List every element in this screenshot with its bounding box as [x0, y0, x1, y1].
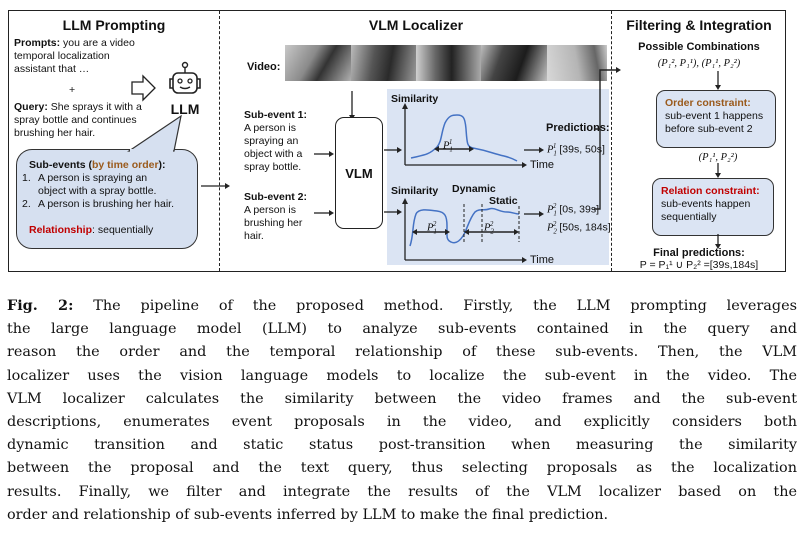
query-value: She sprays it with a spray bottle and co… [14, 101, 142, 139]
plot2-curve [409, 207, 520, 247]
query-label: Query: [14, 101, 48, 113]
combinations-formula: (P₁², P₁¹), (P₁¹, P₂²) [657, 58, 741, 69]
arrow-down-icon [715, 163, 721, 178]
plot2-time-label: Time [530, 254, 555, 266]
final-formula: P = P₁¹ ∪ P₂² =[39s,184s] [639, 259, 759, 271]
arrow-down-icon [715, 234, 721, 249]
figure-caption: Fig. 2: The pipeline of the proposed met… [7, 294, 797, 527]
sub-event-2-text: Sub-event 2: A person is brushing her ha… [244, 191, 308, 242]
arrow-right-icon [314, 151, 334, 157]
similarity-panel [387, 89, 609, 265]
query-text: Query: She sprays it with a spray bottle… [14, 101, 159, 140]
possible-combinations-label: Possible Combinations [638, 41, 760, 53]
section-divider [611, 11, 612, 271]
order-constraint-text: sub-event 1 happens before sub-event 2 [665, 110, 764, 135]
plus-sign: + [69, 84, 76, 96]
final-predictions-label: Final predictions: [653, 247, 745, 259]
prompts-label: Prompts: [14, 37, 61, 49]
video-label: Video: [247, 61, 281, 73]
static-label: Static [489, 195, 518, 207]
caption-line: the large language model (LLM) to analyz… [7, 321, 797, 338]
relation-constraint-box: Relation constraint: sub-events happen s… [652, 178, 774, 236]
llm-label: LLM [170, 101, 200, 117]
arrow-right-icon [524, 211, 544, 217]
proposal-p22: P22 [484, 220, 494, 236]
sub-events-heading: Sub-events (by time order): [29, 159, 166, 171]
caption-line: between the proposal and the text query,… [7, 460, 797, 477]
arrow-right-icon [314, 210, 334, 216]
relation-constraint-text: sub-events happen sequentially [661, 198, 751, 223]
caption-line: Fig. 2: The pipeline of the proposed met… [7, 297, 797, 314]
robot-icon [169, 61, 201, 94]
relation-constraint-title: Relation constraint: [661, 185, 760, 197]
plot1-curve [410, 114, 518, 162]
arrow-right-icon [201, 183, 230, 189]
filtered-combination: (P₁¹, P₂²) [698, 152, 738, 163]
sub-event-item: 1.A person is spraying an object with a … [22, 172, 157, 197]
section-divider [219, 11, 220, 271]
plot1-time-label: Time [530, 159, 555, 171]
predictions-label: Predictions: [546, 122, 610, 134]
pipeline-figure: LLM Prompting Prompts: you are a video t… [8, 10, 786, 272]
hollow-arrow-icon [131, 74, 156, 102]
prompts-text: Prompts: you are a video temporal locali… [14, 37, 154, 76]
bubble-tail [127, 114, 182, 152]
similarity-plot-1 [384, 103, 527, 168]
vlm-localizer-title: VLM Localizer [368, 17, 464, 33]
caption-line: dynamic transition and static status pos… [7, 437, 797, 454]
prediction-item: P12 [0s, 39s] [547, 202, 600, 218]
caption-line: order and relationship of sub-events inf… [7, 506, 609, 523]
dynamic-label: Dynamic [452, 183, 496, 195]
sub-events-list: Sub-events (by time order): 1.A person i… [22, 159, 194, 237]
plot2-ylabel: Similarity [391, 185, 439, 197]
prediction-item: P22 [50s, 184s] [547, 220, 611, 236]
plot1-ylabel: Similarity [391, 93, 439, 105]
arrow-right-icon [524, 147, 544, 153]
caption-label: Fig. 2: [7, 297, 74, 314]
video-frames-strip [285, 45, 607, 81]
arrow-down-icon [715, 71, 721, 90]
prediction-item: P11 [39s, 50s] [547, 142, 605, 158]
caption-line: reason the order and the temporal relati… [7, 344, 797, 361]
vlm-model-box: VLM [335, 117, 383, 229]
sub-event-1-text: Sub-event 1: A person is spraying an obj… [244, 109, 308, 173]
proposal-p11: P11 [443, 138, 453, 154]
caption-line: localizer uses the vision language model… [7, 367, 797, 384]
order-constraint-box: Order constraint: sub-event 1 happens be… [656, 90, 776, 148]
sub-event-item: 2.A person is brushing her hair. [22, 198, 174, 210]
caption-line: VLM localizer calculates the similarity … [7, 390, 797, 407]
connector-arrow [594, 67, 621, 210]
prompts-value: you are a video temporal localization as… [14, 37, 135, 75]
proposal-p12: P12 [427, 220, 437, 236]
relationship-text: Relationship: sequentially [29, 224, 154, 236]
order-constraint-title: Order constraint: [665, 97, 751, 109]
sub-events-bubble [16, 149, 198, 249]
caption-line: results. Finally, we filter and integrat… [7, 483, 797, 500]
caption-line: descriptions, enumerates event proposals… [7, 414, 797, 431]
llm-prompting-title: LLM Prompting [62, 17, 166, 33]
similarity-plot-2 [384, 198, 527, 263]
filtering-title: Filtering & Integration [626, 17, 772, 33]
